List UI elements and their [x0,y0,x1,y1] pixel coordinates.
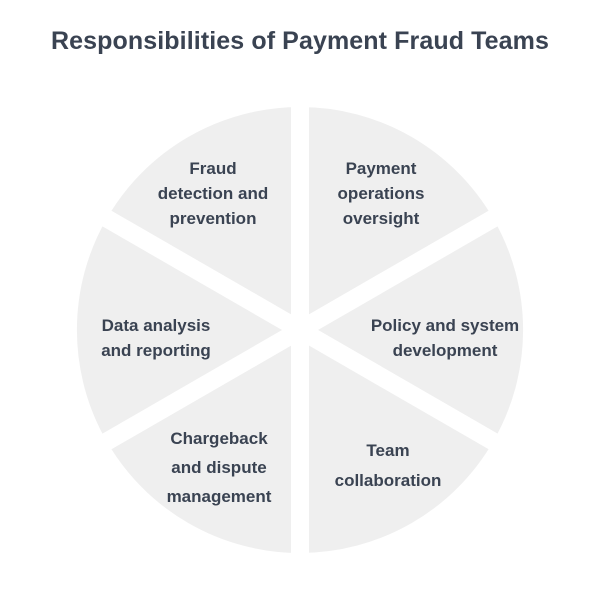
wheel-segment-chargeback [86,314,309,572]
segment-label-policy-system: Policy and system development [370,316,520,360]
segment-label-team-collaboration: Team collaboration [334,441,442,490]
segment-label-data-analysis: Data analysis and reporting [101,316,211,360]
wheel-segment-payment-operations [291,88,514,346]
segment-label-chargeback: Chargeback and dispute management [166,429,272,506]
page-title: Responsibilities of Payment Fraud Teams [50,27,549,55]
wheel-segment-data-analysis [58,201,319,459]
segment-label-fraud-detection: Fraud detection and prevention [157,159,269,228]
segment-label-payment-operations: Payment operations oversight [337,159,425,228]
wheel-segment-fraud-detection [86,88,309,346]
wheel-segment-policy-system [281,201,542,459]
wheel-segment-team-collaboration [291,314,514,572]
